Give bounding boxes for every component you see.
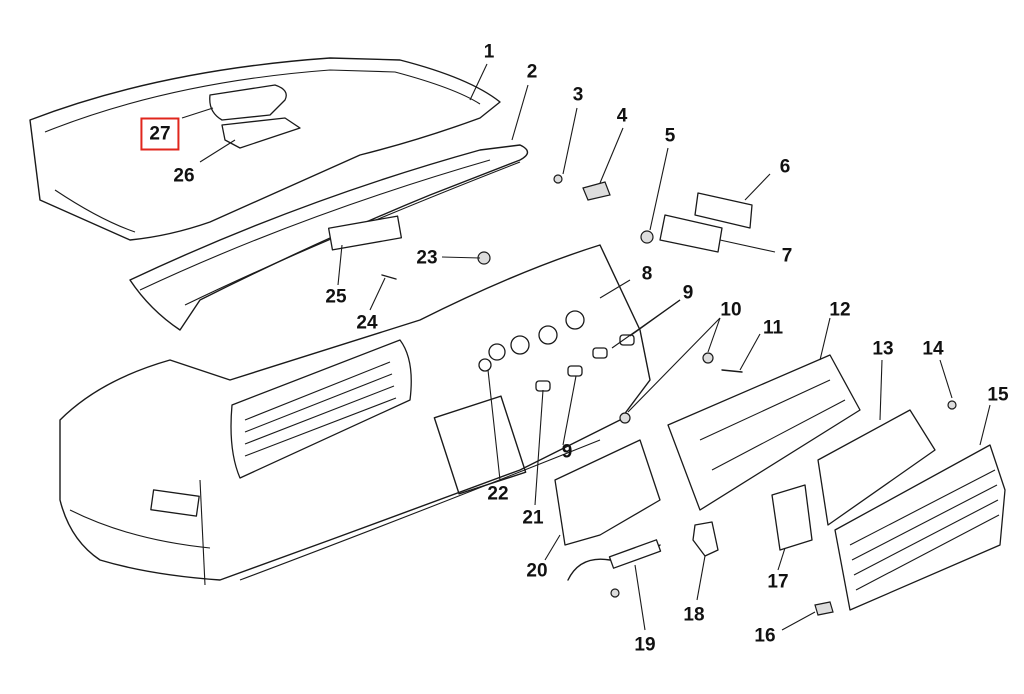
callout-11: 11 — [762, 317, 784, 339]
callout-24: 24 — [356, 312, 378, 334]
callout-9b: 9 — [561, 441, 573, 463]
left-tail-lamp — [230, 339, 412, 479]
callout-25: 25 — [325, 286, 347, 308]
callout-6: 6 — [779, 156, 791, 178]
callout-23: 23 — [416, 247, 438, 269]
callout-27-highlighted: 27 — [140, 117, 180, 151]
leader-lines — [181, 63, 991, 631]
callout-1: 1 — [483, 41, 495, 63]
bracket-4 — [582, 181, 611, 201]
lamp-6 — [694, 192, 753, 229]
callout-17: 17 — [767, 571, 789, 593]
wire-harness-19 — [567, 539, 662, 581]
gasket-13 — [817, 409, 936, 526]
screw-14 — [947, 400, 957, 410]
nut-5 — [640, 230, 654, 244]
callout-21: 21 — [522, 507, 544, 529]
side-marker — [150, 489, 200, 517]
retainer-18 — [692, 521, 719, 557]
callout-19: 19 — [634, 634, 656, 656]
callout-15: 15 — [987, 384, 1009, 406]
hatch-glass — [29, 57, 501, 241]
callout-16: 16 — [754, 625, 776, 647]
lamp-assembly-12 — [667, 354, 861, 511]
screw-19b — [610, 588, 620, 598]
lamp-7 — [659, 214, 723, 253]
washer-10 — [702, 352, 714, 364]
callout-12: 12 — [829, 299, 851, 321]
lens-15 — [834, 444, 1006, 611]
callout-5: 5 — [664, 125, 676, 147]
socket-plate-17 — [771, 484, 813, 551]
bulb-sockets — [478, 310, 635, 392]
screw-24 — [381, 274, 397, 280]
washer-10b — [619, 412, 631, 424]
body-rear — [59, 244, 651, 586]
clip-16 — [814, 601, 834, 616]
lamp-housing-20 — [554, 439, 661, 546]
screw-11 — [721, 369, 743, 373]
callout-20: 20 — [526, 560, 548, 582]
callout-14: 14 — [922, 338, 944, 360]
license-plate-recess — [433, 395, 527, 495]
callout-9: 9 — [682, 282, 694, 304]
high-mount-stop-lamp — [209, 84, 301, 149]
license-lamp — [327, 215, 403, 251]
callout-22: 22 — [487, 483, 509, 505]
callout-10: 10 — [720, 299, 742, 321]
callout-2: 2 — [526, 61, 538, 83]
callout-13: 13 — [872, 338, 894, 360]
callout-4: 4 — [616, 105, 628, 127]
bolt-3 — [553, 174, 563, 184]
callout-26: 26 — [173, 165, 195, 187]
callout-3: 3 — [572, 84, 584, 106]
callout-7: 7 — [781, 245, 793, 267]
callout-18: 18 — [683, 604, 705, 626]
callout-8: 8 — [641, 263, 653, 285]
